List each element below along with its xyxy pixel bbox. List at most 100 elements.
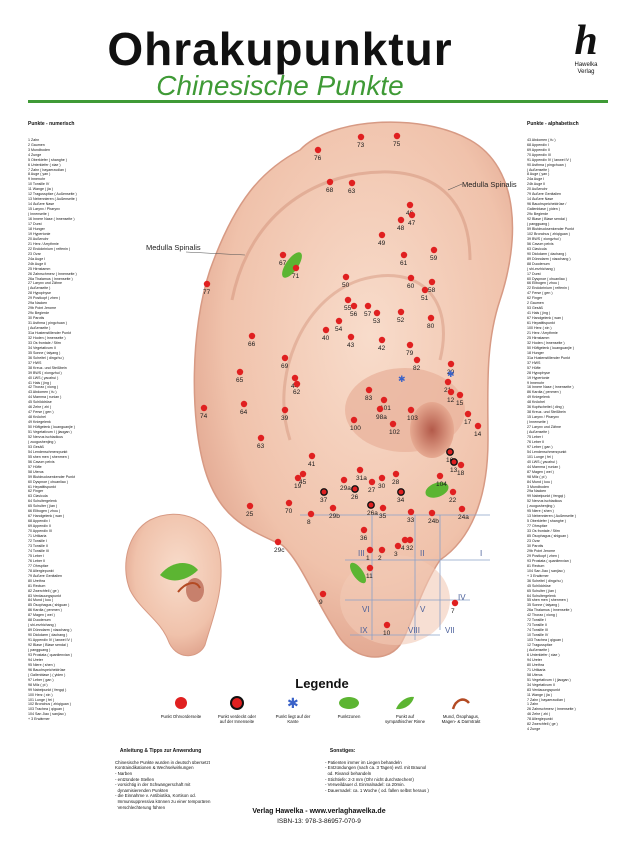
point-label: 39 xyxy=(281,415,289,422)
numeric-list-entry: 55 shen men ( shenmen ) xyxy=(28,454,69,459)
point-label: 3 xyxy=(394,551,398,558)
point-label: 37 xyxy=(320,497,328,504)
note-line: Immunsuppressiva können zu einer temporä… xyxy=(115,798,211,804)
acupuncture-point: 3 xyxy=(394,542,402,558)
alphabetic-list-entry: 12 Tragusspitze xyxy=(527,643,553,648)
alphabetic-list-entry: 72 Tonsille I xyxy=(527,618,546,623)
numeric-list-entry: 87 Magen ( wei ) xyxy=(28,613,55,618)
numeric-list-entry: ( Außenseite ) xyxy=(28,286,51,291)
alphabetic-list-entry: 18 Hunger xyxy=(527,350,544,355)
point-marker xyxy=(281,354,289,362)
acupuncture-point: 31a xyxy=(356,466,367,482)
acupuncture-point: 66 xyxy=(248,332,256,348)
alphabetic-list-entry: ( Außenseite ) xyxy=(527,167,550,172)
numeric-list-entry: 8 Auge ( yan ) xyxy=(28,172,51,177)
title-divider xyxy=(28,100,608,103)
acupuncture-point: 54 xyxy=(335,317,343,333)
point-label: 34 xyxy=(397,497,405,504)
acupuncture-point: 71 xyxy=(292,264,300,280)
point-marker xyxy=(428,509,436,517)
point-marker xyxy=(350,416,358,424)
numeric-list-entry: 89 Dünndarm ( xiaochang ) xyxy=(28,628,72,633)
ear-canal xyxy=(410,402,454,458)
point-marker xyxy=(240,400,248,408)
medulla-left-label: Medulla Spinalis xyxy=(146,243,201,252)
numeric-list-entry: 24b Auge II xyxy=(28,261,47,266)
alphabetic-list-entry: 21 Herz / Arrythmie xyxy=(527,330,558,335)
point-label: 76 xyxy=(314,155,322,162)
alphabetic-list-entry: 59 Blutdrucksenkender Punkt xyxy=(527,226,574,231)
alphabetic-list-entry: 6 Unterkiefer ( xiae ) xyxy=(527,652,560,657)
point-label: 100 xyxy=(350,425,361,432)
point-label: 55 xyxy=(344,305,352,312)
alphabetic-list-entry: 9 Innenohr xyxy=(527,380,545,385)
point-label: 29b xyxy=(329,513,340,520)
alphabetic-list-entry: 98 Milz ( pi ) xyxy=(527,474,547,479)
point-label: 98a xyxy=(376,414,387,421)
note-line: - Entzündungen (nach ca. 3 Tagen) evtl. … xyxy=(325,765,427,771)
numeric-list-entry: 58 Uterus xyxy=(28,469,44,474)
numeric-list-entry: 83 Verdauungspunkt xyxy=(28,593,61,598)
alphabetic-list-entry: 60 Dyspnoe ( chuanliao ) xyxy=(527,276,567,281)
note-line: - vorsichtig in der Schwangerschaft mit xyxy=(115,782,191,788)
point-marker xyxy=(203,280,211,288)
alphabetic-list-entry: 47 Ferse ( gen ) xyxy=(527,291,553,296)
point-marker xyxy=(447,388,455,396)
point-label: 8 xyxy=(307,519,311,526)
point-label: 21 xyxy=(444,387,452,394)
point-marker xyxy=(357,133,365,141)
numeric-list-entry: 2 Gaumen xyxy=(28,142,45,147)
point-marker xyxy=(430,246,438,254)
point-marker xyxy=(246,502,254,510)
acupuncture-point: 42 xyxy=(378,336,386,352)
numeric-list-entry: 78 Allergiepunkt xyxy=(28,568,54,573)
point-label: 71 xyxy=(292,273,300,280)
numeric-list-entry: 16 Innere Nase ( Innenseite ) xyxy=(28,217,75,222)
point-marker xyxy=(457,461,465,469)
acupuncture-point: 36 xyxy=(360,526,368,542)
green-zone-concha xyxy=(425,482,449,498)
point-marker xyxy=(360,526,368,534)
acupuncture-point: 69 xyxy=(281,354,289,370)
alphabetic-list-entry: 66 Ellbogen ( zhou ) xyxy=(527,281,560,286)
green-leaf-icon xyxy=(396,696,414,710)
alphabetic-points-list: Punkte - alphabetisch 43 Abdomen ( fu )6… xyxy=(527,110,609,830)
point-marker xyxy=(326,178,334,186)
point-label: 49 xyxy=(378,240,386,247)
alphabetic-list-entry: 28 Hypophyse xyxy=(527,370,550,375)
point-label: 12 xyxy=(447,397,455,404)
alphabetic-list-entry: 41 Hals ( jing ) xyxy=(527,311,551,316)
point-label: 68 xyxy=(326,187,334,194)
medulla-right-label: Medulla Spinalis xyxy=(462,180,517,189)
numeric-list-entry: 29 Postkopf ( zhen ) xyxy=(28,296,61,301)
point-label: 79 xyxy=(406,350,414,357)
acupuncture-point: 21 xyxy=(444,378,452,394)
point-label: 56 xyxy=(350,311,358,318)
point-label: 104 xyxy=(436,481,447,488)
alphabetic-list-entry: 53 Gesäß xyxy=(527,306,543,311)
point-marker xyxy=(456,391,464,399)
acupuncture-point: 63 xyxy=(348,179,356,195)
poster-subtitle: Chinesische Punkte xyxy=(156,70,404,101)
alphabetic-list-entry: ( shi-erzhichang ) xyxy=(527,266,555,271)
point-marker xyxy=(446,448,454,456)
alphabetic-list-entry: 62 Finger xyxy=(527,296,543,301)
legend-label: Punktzonen xyxy=(337,714,361,719)
point-marker xyxy=(450,458,458,466)
alphabetic-list-entry: 100 Herz ( xin ) xyxy=(527,326,552,331)
numeric-list-entry: ( shi-erzhichang ) xyxy=(28,623,56,628)
acupuncture-point: 102 xyxy=(389,420,400,436)
numeric-list-entry: 43 Abdomen ( fu ) xyxy=(28,390,57,395)
note-line: Chinesische Punkte wurden in deutsch übe… xyxy=(115,759,210,765)
acupuncture-point: 1 xyxy=(366,546,374,562)
reference-ear xyxy=(125,513,222,657)
alphabetic-list-entry: 36 Kopfscheitel ( ding ) xyxy=(527,405,564,410)
antihelix-fold xyxy=(282,274,445,441)
numeric-list-entry: 84 Mund ( kou ) xyxy=(28,598,54,603)
point-marker xyxy=(342,273,350,281)
numeric-list-entry: 102 Bronchus ( zhiqiguan ) xyxy=(28,702,71,707)
point-label: 32 xyxy=(406,545,414,552)
alphabetic-list-entry: 68 Appendix I xyxy=(527,142,549,147)
acupuncture-point: 15 xyxy=(456,391,464,407)
acupuncture-point: 2 xyxy=(378,546,386,562)
